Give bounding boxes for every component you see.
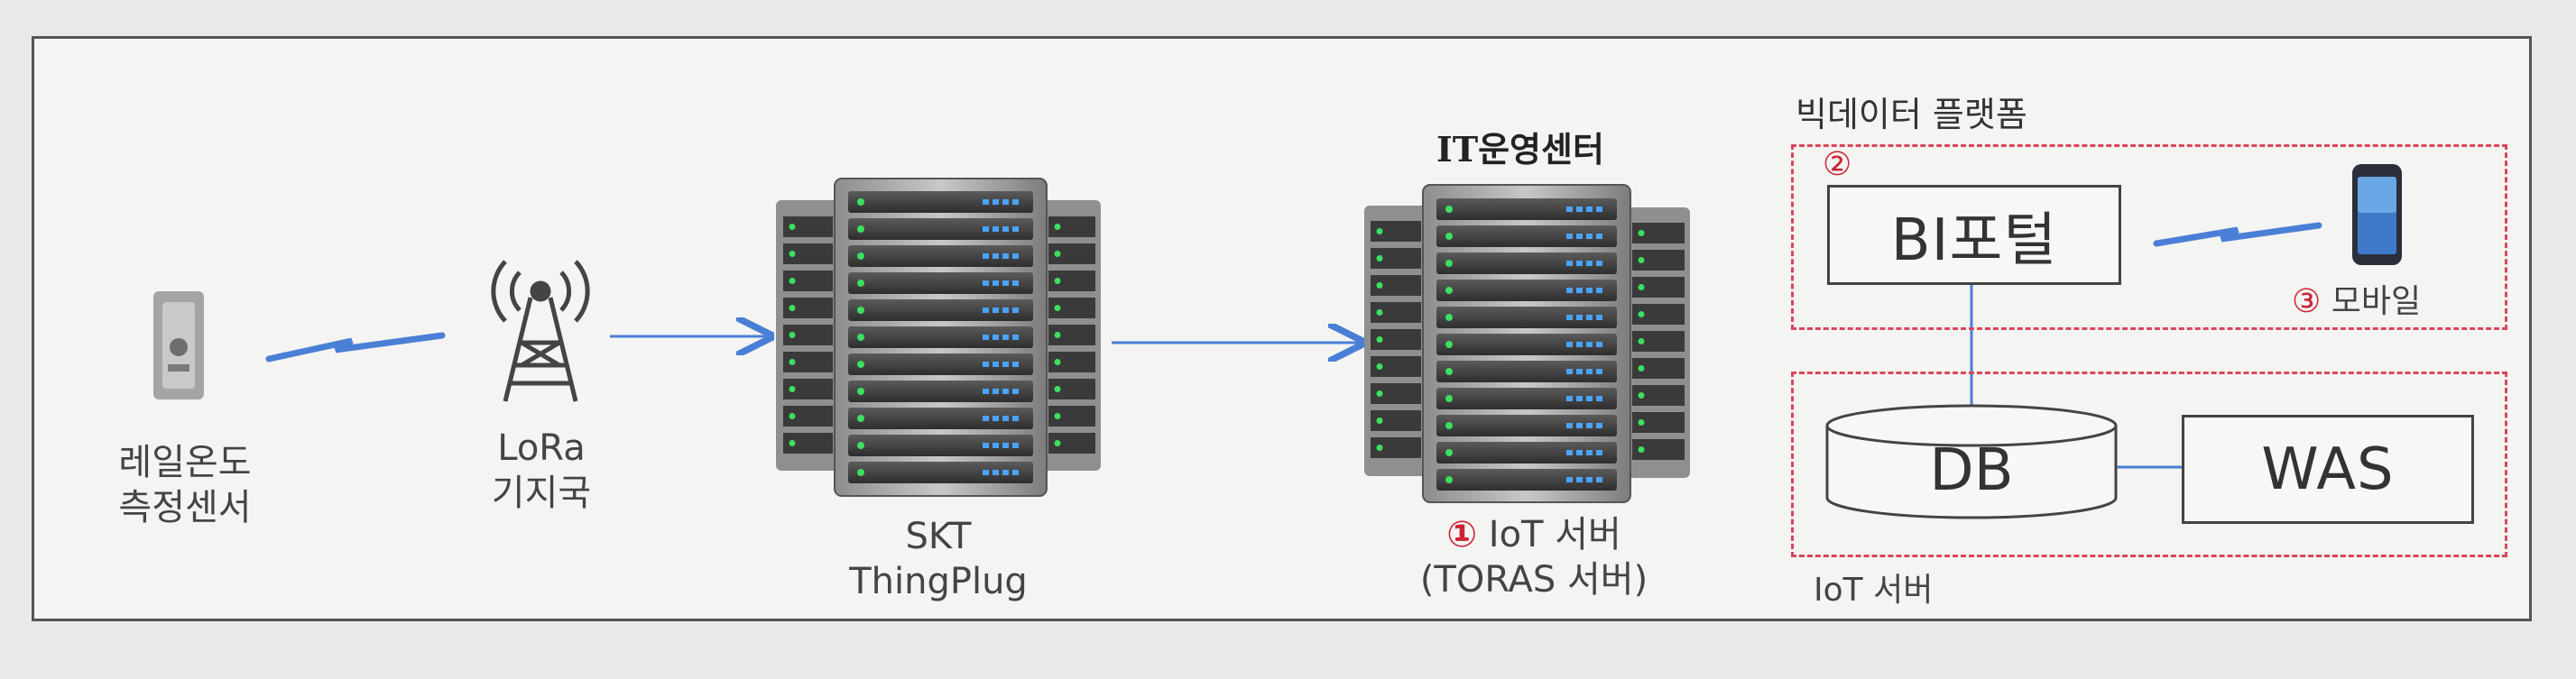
sensor-icon (153, 291, 204, 399)
mobile-marker: ③ (2292, 283, 2322, 320)
iot-server-group (1791, 372, 2507, 557)
db-label: DB (1929, 437, 2014, 504)
skt-label: SKT ThingPlug (812, 514, 1065, 604)
iot-server-label-line1: ① IoT 서버 (1390, 512, 1678, 557)
it-center-title: IT운영센터 (1436, 129, 1604, 170)
was-box: WAS (2182, 415, 2474, 524)
wireless-link-portal-mobile (2153, 222, 2322, 247)
iot-server-label: ① IoT 서버 (TORAS 서버) (1390, 512, 1678, 602)
skt-label-line2: ThingPlug (849, 561, 1028, 602)
lora-label: LoRa 기지국 (451, 426, 632, 516)
antenna-tower-icon (491, 260, 590, 402)
mobile-label: ③ 모바일 (2292, 275, 2421, 322)
lora-label-line2: 기지국 (491, 473, 592, 514)
portal-marker: ② (1823, 146, 1852, 183)
bi-portal-box: BI포털 (1827, 185, 2121, 285)
iot-server-text: IoT 서버 (1488, 514, 1621, 555)
sensor-label-line2: 측정센서 (118, 487, 252, 528)
iot-server-marker: ① (1446, 514, 1478, 555)
sensor-label: 레일온도 측정센서 (86, 440, 284, 530)
skt-label-line1: SKT (905, 516, 972, 557)
database-icon (1825, 404, 2118, 519)
iot-server-label-line2: (TORAS 서버) (1419, 559, 1648, 601)
mobile-text: 모바일 (2331, 283, 2422, 320)
wireless-link-sensor-lora (265, 332, 446, 362)
iot-server-group-label: IoT 서버 (1814, 572, 1934, 609)
sensor-label-line1: 레일온도 (118, 442, 252, 483)
server-rack-icon (1364, 184, 1690, 503)
mobile-phone-icon (2352, 164, 2402, 265)
bigdata-platform-label: 빅데이터 플랫폼 (1796, 95, 2027, 134)
server-rack-icon (776, 178, 1101, 497)
bigdata-platform-group (1791, 144, 2507, 330)
lora-label-line1: LoRa (497, 427, 586, 469)
